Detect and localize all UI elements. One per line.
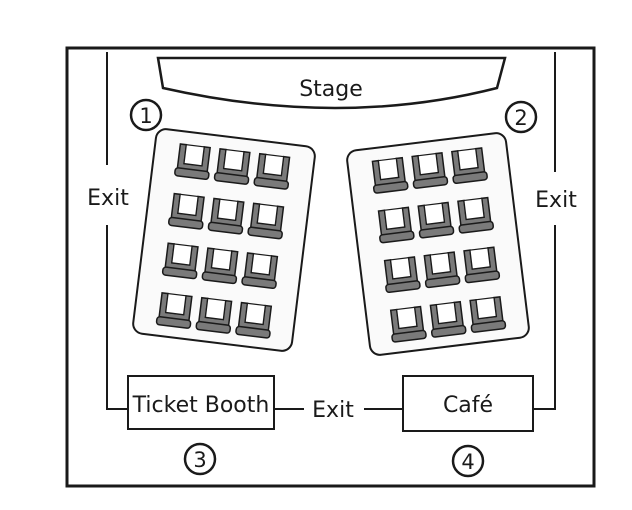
seat-base: [241, 276, 277, 290]
seat-cushion: [171, 243, 193, 266]
left-seat: [201, 247, 239, 285]
seat-base: [452, 171, 488, 185]
left-seat: [207, 197, 245, 235]
seat-base: [207, 221, 244, 235]
right-seat: [389, 305, 427, 343]
seat-cushion: [469, 247, 491, 270]
seat-base: [412, 176, 449, 189]
right-seat: [383, 256, 421, 294]
stage: [156, 56, 507, 110]
right-seat: [377, 206, 415, 244]
seat-cushion: [389, 257, 412, 280]
left-exit-path-bottom: [106, 225, 128, 410]
right-seat: [457, 196, 495, 234]
seat-cushion: [396, 306, 418, 330]
seat-base: [167, 216, 204, 230]
marker-1-circle: [129, 98, 163, 132]
seat-cushion: [204, 297, 227, 321]
marker-1-label: 1: [139, 104, 152, 128]
right-exit-label: Exit: [535, 188, 577, 213]
seat-base: [424, 275, 461, 289]
seat-base: [464, 270, 501, 284]
left-seat: [235, 301, 273, 339]
marker-2-circle: [504, 100, 538, 134]
seat-cushion: [216, 198, 239, 221]
seat-cushion: [463, 197, 485, 221]
bottom-exit-label: Exit: [312, 398, 354, 423]
marker-4: 4: [451, 444, 485, 478]
cafe-label: Café: [443, 393, 493, 418]
marker-2: 2: [504, 100, 538, 134]
seat-base: [470, 320, 507, 333]
seat-base: [201, 271, 238, 285]
seat-cushion: [262, 153, 285, 177]
seat-cushion: [475, 296, 497, 320]
marker-3-label: 3: [193, 448, 206, 472]
ticket-booth-label: Ticket Booth: [132, 393, 270, 418]
seat-base: [253, 176, 290, 190]
marker-3-circle: [183, 442, 217, 476]
seat-cushion: [210, 248, 233, 271]
seat-cushion: [256, 203, 279, 226]
stage-label: Stage: [299, 77, 363, 102]
seat-cushion: [429, 252, 452, 275]
left-seat: [167, 192, 205, 230]
marker-1: 1: [129, 98, 163, 132]
left-seat: [195, 296, 233, 334]
outer-wall: [65, 46, 596, 488]
right-seat: [451, 147, 488, 185]
right-seat: [429, 300, 467, 338]
ticket-booth: [127, 375, 275, 430]
marker-2-label: 2: [514, 106, 527, 130]
seat-cushion: [165, 292, 187, 316]
right-seat: [423, 251, 461, 289]
seat-cushion: [457, 148, 479, 171]
right-seat: [371, 156, 409, 194]
seat-base: [385, 280, 421, 294]
seat-cushion: [183, 144, 205, 167]
seat-cushion: [250, 253, 273, 276]
marker-3: 3: [183, 442, 217, 476]
right-exit-path-bottom: [533, 225, 556, 410]
seat-base: [391, 329, 427, 343]
seat-cushion: [223, 148, 245, 172]
marker-4-label: 4: [461, 450, 474, 474]
left-seat: [247, 202, 285, 240]
seat-base: [195, 320, 232, 334]
cafe-booth: [402, 375, 534, 432]
seat-base: [418, 225, 455, 239]
seat-base: [430, 324, 467, 338]
seat-base: [235, 325, 271, 339]
seat-cushion: [417, 152, 439, 176]
seat-base: [458, 220, 495, 234]
left-exit-label: Exit: [87, 186, 129, 211]
seat-base: [155, 316, 192, 329]
seat-cushion: [377, 157, 400, 181]
left-seat: [241, 252, 279, 290]
left-seat: [174, 143, 211, 181]
seat-cushion: [383, 207, 406, 230]
seat-base: [213, 172, 250, 185]
left-seat: [253, 152, 291, 190]
seat-base: [161, 266, 198, 280]
right-seat: [411, 152, 449, 189]
seat-cushion: [244, 302, 266, 326]
right-seat: [417, 201, 455, 239]
seat-cushion: [177, 193, 199, 217]
seat-base: [247, 226, 283, 240]
left-seating-section: [132, 128, 316, 352]
seat-base: [372, 180, 409, 194]
seat-base: [379, 230, 415, 244]
marker-4-circle: [451, 444, 485, 478]
seat-base: [174, 167, 210, 181]
seat-cushion: [423, 202, 446, 225]
right-seating-section: [346, 132, 530, 356]
right-seat: [469, 296, 507, 333]
left-seat: [213, 148, 251, 185]
seat-cushion: [435, 301, 458, 325]
right-seat: [463, 246, 501, 284]
left-seat: [155, 292, 193, 329]
left-seat: [161, 242, 199, 280]
